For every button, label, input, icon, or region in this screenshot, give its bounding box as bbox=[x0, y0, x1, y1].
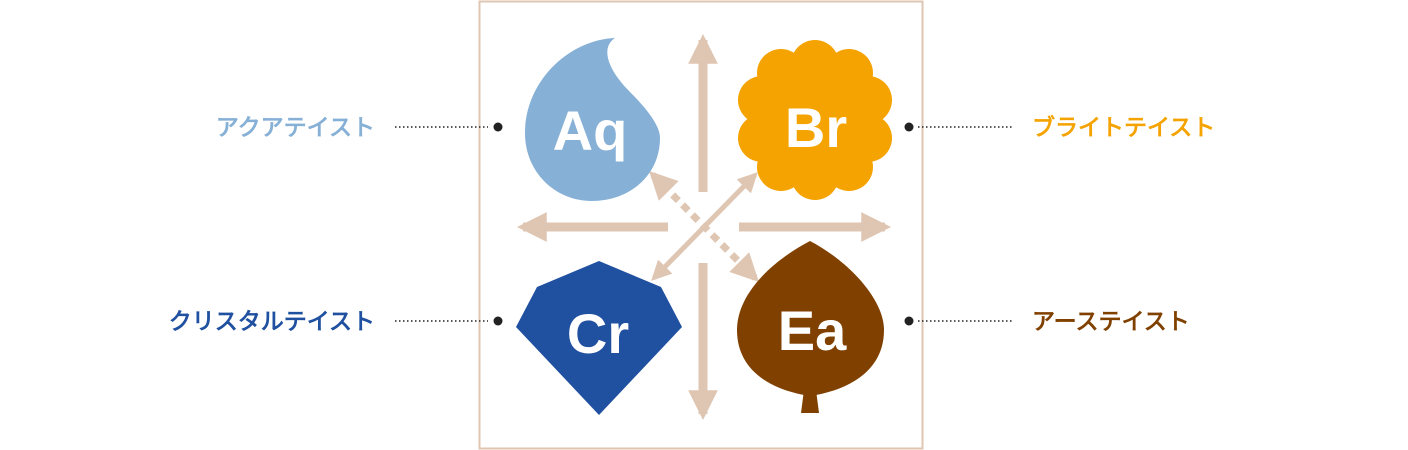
connectors bbox=[395, 126, 1013, 322]
leaf-icon: Ea bbox=[737, 241, 884, 413]
code-ea: Ea bbox=[778, 299, 847, 362]
label-aqua-taste: アクアテイスト bbox=[215, 115, 375, 141]
label-earth-taste: アーステイスト bbox=[1032, 309, 1190, 335]
label-crystal-taste: クリスタルテイスト bbox=[168, 309, 375, 335]
diagram-frame bbox=[478, 0, 924, 450]
flower-icon: Br bbox=[738, 40, 892, 200]
arrow-diagonal-dotted bbox=[649, 171, 759, 282]
code-br: Br bbox=[785, 96, 847, 159]
label-bright-taste: ブライトテイスト bbox=[1032, 115, 1216, 141]
code-cr: Cr bbox=[567, 302, 629, 365]
gem-icon: Cr bbox=[516, 261, 682, 415]
connector-dots bbox=[493, 122, 914, 326]
code-aq: Aq bbox=[553, 99, 628, 162]
water-drop-icon: Aq bbox=[525, 38, 660, 201]
